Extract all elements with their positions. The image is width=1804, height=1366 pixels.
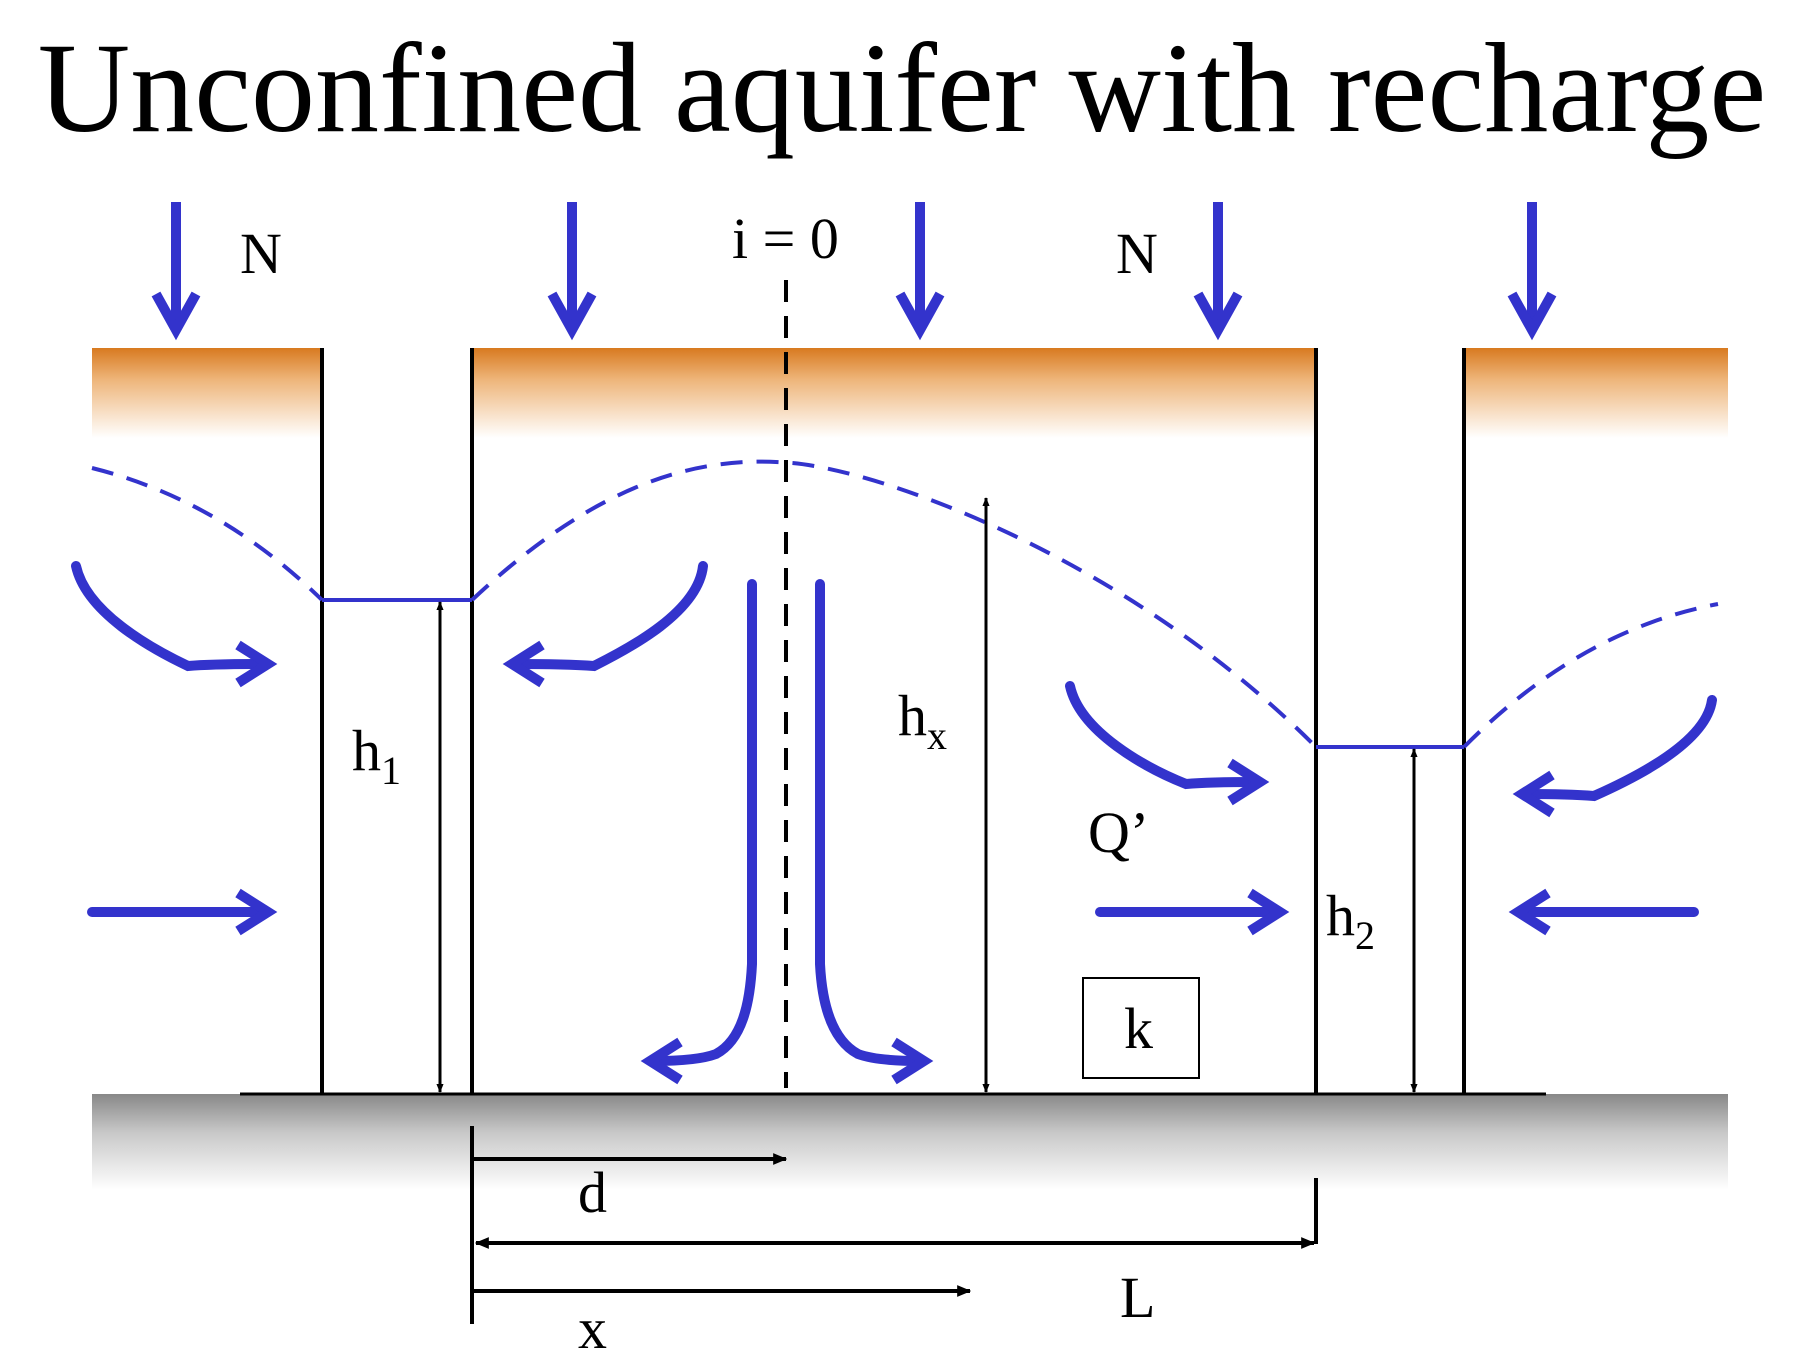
soil-band-right xyxy=(1464,348,1728,438)
page-title: Unconfined aquifer with recharge xyxy=(37,17,1767,159)
soil-surface xyxy=(92,348,1728,438)
impermeable-base xyxy=(92,1094,1728,1190)
divide-flow-right xyxy=(815,579,934,1085)
head-x-symbol: h xyxy=(898,683,927,748)
head-x-subscript: x xyxy=(927,713,947,758)
labels: N N i = 0 h1 hx h2 Q’ k d L x xyxy=(240,206,1375,1361)
water-table xyxy=(91,459,1719,749)
head-dimensions xyxy=(436,497,1418,1093)
head-2-label: h2 xyxy=(1326,883,1375,958)
flow-arrows xyxy=(71,561,1717,1085)
head-1-label: h1 xyxy=(352,718,401,793)
recharge-label-left: N xyxy=(240,221,282,286)
recharge-arrow-2 xyxy=(547,202,597,341)
recharge-arrow-3 xyxy=(895,202,945,341)
recharge-label-right: N xyxy=(1116,221,1158,286)
conductivity-box xyxy=(1082,977,1200,1079)
head-1-symbol: h xyxy=(352,718,381,783)
distance-d-label: d xyxy=(578,1160,607,1225)
flow-arrow-left-lower xyxy=(87,888,278,936)
flow-arrow-left-upper xyxy=(71,561,278,688)
conductivity-label: k xyxy=(1124,996,1153,1061)
divide-label: i = 0 xyxy=(732,206,839,271)
divide-flow-left xyxy=(640,579,757,1085)
soil-band-left xyxy=(92,348,322,438)
flow-arrow-right-upper xyxy=(1512,695,1717,818)
channel-walls xyxy=(320,348,1466,1094)
distance-x-label: x xyxy=(578,1296,607,1361)
recharge-arrows xyxy=(151,202,1557,341)
head-x-label: hx xyxy=(898,683,947,758)
water-table-right xyxy=(1462,602,1719,749)
head-2-symbol: h xyxy=(1326,883,1355,948)
soil-band-middle xyxy=(472,348,1316,438)
flow-arrow-mid-left-upper xyxy=(502,561,708,688)
water-table-left xyxy=(91,466,324,602)
recharge-arrow-4 xyxy=(1193,202,1243,341)
distance-dimensions xyxy=(470,1126,1318,1324)
flow-label: Q’ xyxy=(1088,800,1149,865)
head-2-subscript: 2 xyxy=(1355,913,1375,958)
recharge-arrow-5 xyxy=(1507,202,1557,341)
water-table-mound xyxy=(470,459,1318,749)
head-1-subscript: 1 xyxy=(381,748,401,793)
flow-arrow-right-lower xyxy=(1508,888,1699,936)
flow-arrow-mid-right-lower xyxy=(1095,888,1290,936)
distance-L-label: L xyxy=(1120,1265,1155,1330)
flow-arrow-mid-right-upper xyxy=(1065,681,1270,806)
recharge-arrow-1 xyxy=(151,202,201,341)
